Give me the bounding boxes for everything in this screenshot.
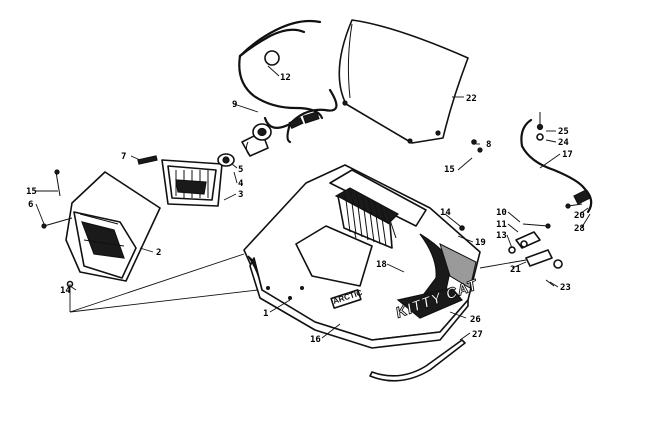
callout-26: 26: [470, 315, 481, 325]
callout-14-hood: 14: [440, 208, 451, 218]
headlight-housing: [65, 171, 161, 282]
hood-bottom-trim: [369, 339, 466, 382]
callout-28: 28: [574, 224, 585, 234]
callout-25: 25: [558, 127, 569, 137]
callout-15-windshield: 15: [444, 165, 455, 175]
callout-11: 11: [496, 220, 507, 230]
callout-1: 1: [263, 309, 268, 319]
callout-8: 8: [486, 140, 491, 150]
callout-23: 23: [560, 283, 571, 293]
callout-9: 9: [232, 100, 237, 110]
callout-13: 13: [496, 231, 507, 241]
callout-18: 18: [376, 260, 387, 270]
callout-leaders: [35, 65, 591, 341]
callout-17: 17: [562, 150, 573, 160]
callout-24: 24: [558, 138, 569, 148]
callout-14-housing: 14: [60, 286, 71, 296]
callout-10: 10: [496, 208, 507, 218]
bulb-and-socket: [217, 123, 272, 167]
callout-27: 27: [472, 330, 483, 340]
hardware-bolts: [41, 139, 483, 288]
hood: KITTY CAT ARCTIC: [243, 164, 481, 349]
headlight-wiring-harness: [238, 19, 338, 144]
callout-12: 12: [280, 73, 291, 83]
headlight: [161, 159, 223, 207]
callout-19: 19: [475, 238, 486, 248]
callout-5: 5: [238, 165, 243, 175]
callout-numbers: 1 2 3 4 5 6 7 8 9 10 11 12 13 14 14 15 1…: [26, 73, 585, 345]
callout-15-housing: 15: [26, 187, 37, 197]
right-side-cable: [520, 112, 593, 214]
hood-badge: [330, 289, 362, 309]
callout-2: 2: [156, 248, 161, 258]
callout-7: 7: [121, 152, 126, 162]
callout-16: 16: [310, 335, 321, 345]
hinge-hardware: [508, 223, 563, 287]
callout-6: 6: [28, 200, 33, 210]
callout-22: 22: [466, 94, 477, 104]
callout-20: 20: [574, 211, 585, 221]
windshield: [338, 19, 469, 144]
callout-4: 4: [238, 179, 244, 189]
callout-21: 21: [510, 265, 521, 275]
vent-louvers: [334, 187, 399, 249]
callout-3: 3: [238, 190, 243, 200]
